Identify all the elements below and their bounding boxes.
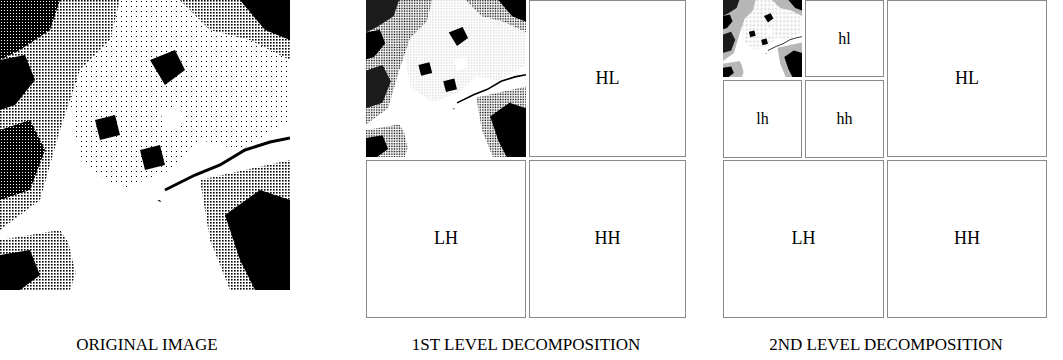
subband-box: LH: [723, 160, 884, 318]
caption: ORIGINAL IMAGE: [76, 336, 218, 355]
subband-box: lh: [723, 80, 802, 158]
subband-label: hl: [838, 30, 850, 48]
caption: 2ND LEVEL DECOMPOSITION: [769, 336, 1003, 355]
subband-box: hh: [805, 80, 884, 158]
subband-label: HH: [954, 229, 980, 249]
subband-box: HL: [529, 0, 686, 157]
subband-box: hl: [805, 0, 884, 77]
subband-box: HH: [529, 160, 686, 318]
subband-label: LH: [434, 229, 458, 249]
subband-box: HH: [887, 160, 1047, 318]
subband-label: HL: [955, 69, 979, 89]
subband-box: LH: [366, 160, 526, 318]
original-image: [0, 0, 290, 290]
subband-box: HL: [887, 0, 1047, 157]
level1-approximation: [366, 0, 526, 157]
level2-approximation: [723, 0, 802, 77]
subband-label: hh: [837, 110, 853, 128]
caption: 1ST LEVEL DECOMPOSITION: [412, 336, 641, 355]
subband-label: lh: [756, 110, 768, 128]
subband-label: LH: [792, 229, 816, 249]
subband-label: HH: [595, 229, 621, 249]
subband-label: HL: [596, 69, 620, 89]
